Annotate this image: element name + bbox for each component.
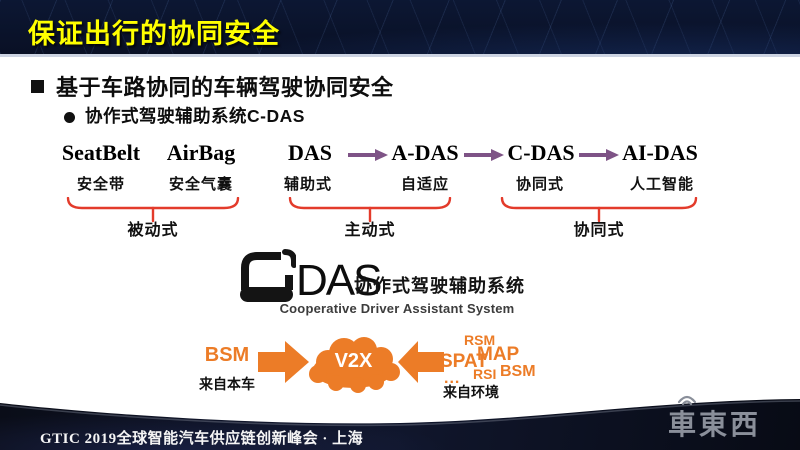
header-bar: 保证出行的协同安全: [0, 0, 800, 57]
cdas-wordmark: DAS: [296, 256, 382, 305]
evolution-term-das: DAS: [287, 140, 333, 165]
event-title: GTIC 2019全球智能汽车供应链创新峰会 · 上海: [40, 431, 364, 447]
circle-bullet-icon: [64, 112, 75, 123]
brace-active-icon: [288, 196, 452, 228]
term-label-das: 辅助式: [283, 176, 333, 193]
term-label-airbag: 安全气囊: [168, 176, 234, 193]
evolution-term-airbag: AirBag: [166, 140, 236, 165]
cdas-name-cn: 协作式驾驶辅助系统: [354, 276, 525, 296]
message-ellipsis: ...: [444, 370, 461, 387]
wifi-signal-icon: [676, 392, 698, 410]
evolution-term-seatbelt: SeatBelt: [61, 140, 141, 165]
evolution-term-a-das: A-DAS: [391, 140, 459, 165]
source-label-vehicle: 来自本车: [199, 376, 255, 392]
bullet-level2: 协作式驾驶辅助系统C-DAS: [85, 106, 305, 126]
message-rsm: RSM: [464, 332, 496, 348]
term-label-a-das: 自适应: [400, 176, 450, 193]
term-label-c-das: 协同式: [515, 176, 565, 193]
evolution-term-ai-das: AI-DAS: [622, 140, 698, 165]
group-label-cooperative: 协同式: [573, 222, 625, 239]
term-label-ai-das: 人工智能: [629, 176, 695, 193]
square-bullet-icon: [31, 80, 44, 93]
right-arrow-icon: [463, 148, 505, 167]
message-bsm-vehicle: BSM: [204, 344, 250, 366]
message-map: MAP: [477, 344, 520, 365]
block-arrow-left-icon: [398, 340, 444, 389]
right-arrow-icon: [347, 148, 389, 167]
message-bsm-environment: BSM: [500, 363, 536, 380]
chedongxi-logo: 車東西: [668, 409, 762, 440]
footer-curve-divider: [0, 396, 800, 427]
group-label-passive: 被动式: [127, 222, 179, 239]
block-arrow-right-icon: [258, 340, 310, 389]
cdas-name-en: Cooperative Driver Assistant System: [279, 301, 515, 316]
message-rsi: RSI: [473, 366, 497, 382]
message-spat: SPAT: [440, 351, 488, 372]
page-title: 保证出行的协同安全: [28, 19, 280, 49]
bullet-level1: 基于车路协同的车辆驾驶协同安全: [56, 75, 394, 100]
evolution-term-c-das: C-DAS: [507, 140, 575, 165]
v2x-cloud-icon: [306, 332, 401, 399]
brace-cooperative-icon: [500, 196, 698, 228]
group-label-active: 主动式: [344, 222, 396, 239]
brace-passive-icon: [66, 196, 240, 228]
v2x-hub-label: V2X: [334, 350, 373, 372]
term-label-seatbelt: 安全带: [76, 176, 126, 193]
cdas-logo-icon: [238, 249, 297, 310]
right-arrow-icon: [578, 148, 620, 167]
